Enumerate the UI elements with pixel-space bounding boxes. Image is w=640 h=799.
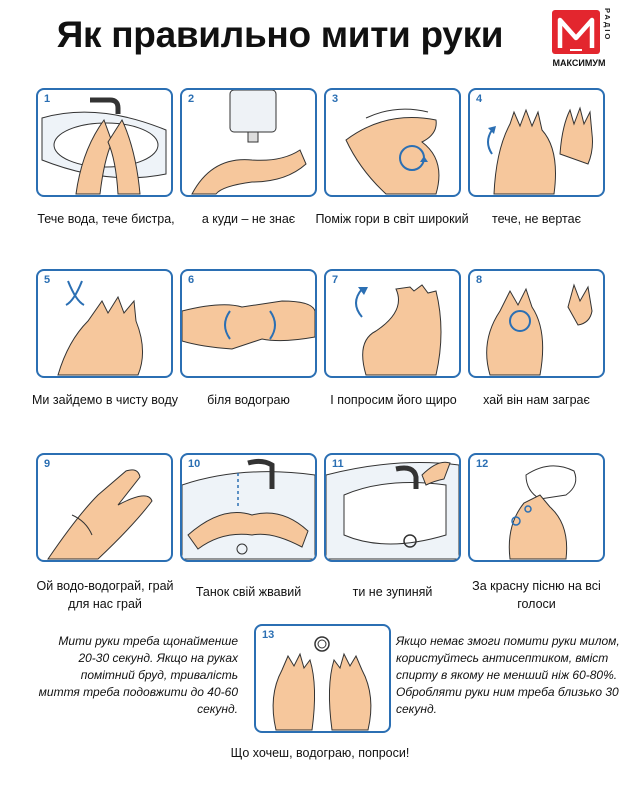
thumb-rotation-icon — [355, 284, 442, 376]
step-number: 3 — [332, 93, 339, 105]
step-card-7: 7 — [324, 269, 461, 378]
step-caption-5: Ми зайдемо в чисту воду — [32, 393, 178, 407]
close-faucet-icon — [326, 461, 459, 560]
step-number: 2 — [188, 93, 195, 105]
step-number: 10 — [188, 458, 201, 470]
step-number: 13 — [262, 629, 275, 641]
step-caption-11: ти не зупиняй — [352, 585, 433, 599]
step-number: 1 — [44, 93, 51, 105]
step-number: 8 — [476, 274, 483, 286]
wrist-rub-icon — [47, 469, 153, 560]
step-card-3: 3 — [324, 88, 461, 197]
wash-duration-note: Мити руки треба щонайменше 20-30 секунд.… — [38, 634, 238, 716]
step-number: 11 — [332, 458, 344, 470]
back-of-hands-icon — [487, 106, 593, 195]
step-number: 5 — [44, 274, 51, 286]
palm-to-palm-icon — [345, 108, 440, 195]
antiseptic-note: Якщо немає змоги помити руки милом, кори… — [396, 634, 620, 716]
dry-hands-towel-icon — [508, 465, 577, 560]
step-card-11: 11 — [324, 453, 461, 562]
page-title: Як правильно мити руки — [56, 14, 504, 55]
step-caption-4: тече, не вертає — [492, 212, 581, 226]
locked-fingers-icon — [182, 300, 315, 350]
clean-hands-icon — [272, 636, 372, 731]
rinse-hands-icon — [182, 458, 315, 560]
step-caption-6: біля водограю — [207, 393, 290, 407]
step-card-2: 2 — [180, 88, 317, 197]
radio-logo: РАДІО МАКСИМУМ — [544, 8, 614, 70]
step-caption-9: Ой водо-водограй, грай для нас грай — [36, 579, 174, 611]
step-number: 12 — [476, 458, 489, 470]
interlaced-fingers-icon — [57, 280, 143, 376]
step-caption-1: Тече вода, тече бистра, — [37, 212, 175, 226]
faucet-hands-icon — [41, 97, 167, 195]
fingertips-palm-icon — [486, 283, 593, 376]
step-caption-8: хай він нам заграє — [483, 393, 590, 407]
step-card-13: 13 — [254, 624, 391, 733]
step-card-12: 12 — [468, 453, 605, 562]
step-card-6: 6 — [180, 269, 317, 378]
logo-name: МАКСИМУМ — [552, 58, 606, 68]
step-card-9: 9 — [36, 453, 173, 562]
step-number: 6 — [188, 274, 195, 286]
step-caption-7: І попросим його щиро — [330, 393, 457, 407]
step-caption-12: За красну пісню на всі голоси — [472, 579, 601, 611]
logo-radio-text: РАДІО — [603, 8, 612, 42]
step-card-5: 5 — [36, 269, 173, 378]
radio-maksymum-logo-icon — [552, 10, 600, 54]
step-caption-2: а куди – не знає — [201, 212, 296, 226]
step-caption-10: Танок свій жвавий — [195, 585, 302, 599]
step-number: 7 — [332, 274, 339, 286]
step-card-1: 1 — [36, 88, 173, 197]
step-number: 4 — [476, 93, 483, 105]
step-number: 9 — [44, 458, 51, 470]
final-line: Що хочеш, водограю, попроси! — [230, 746, 410, 760]
step-card-4: 4 — [468, 88, 605, 197]
step-card-10: 10 — [180, 453, 317, 562]
step-card-8: 8 — [468, 269, 605, 378]
step-caption-3: Поміж гори в світ широкий — [315, 212, 469, 226]
soap-dispenser-icon — [191, 90, 307, 195]
